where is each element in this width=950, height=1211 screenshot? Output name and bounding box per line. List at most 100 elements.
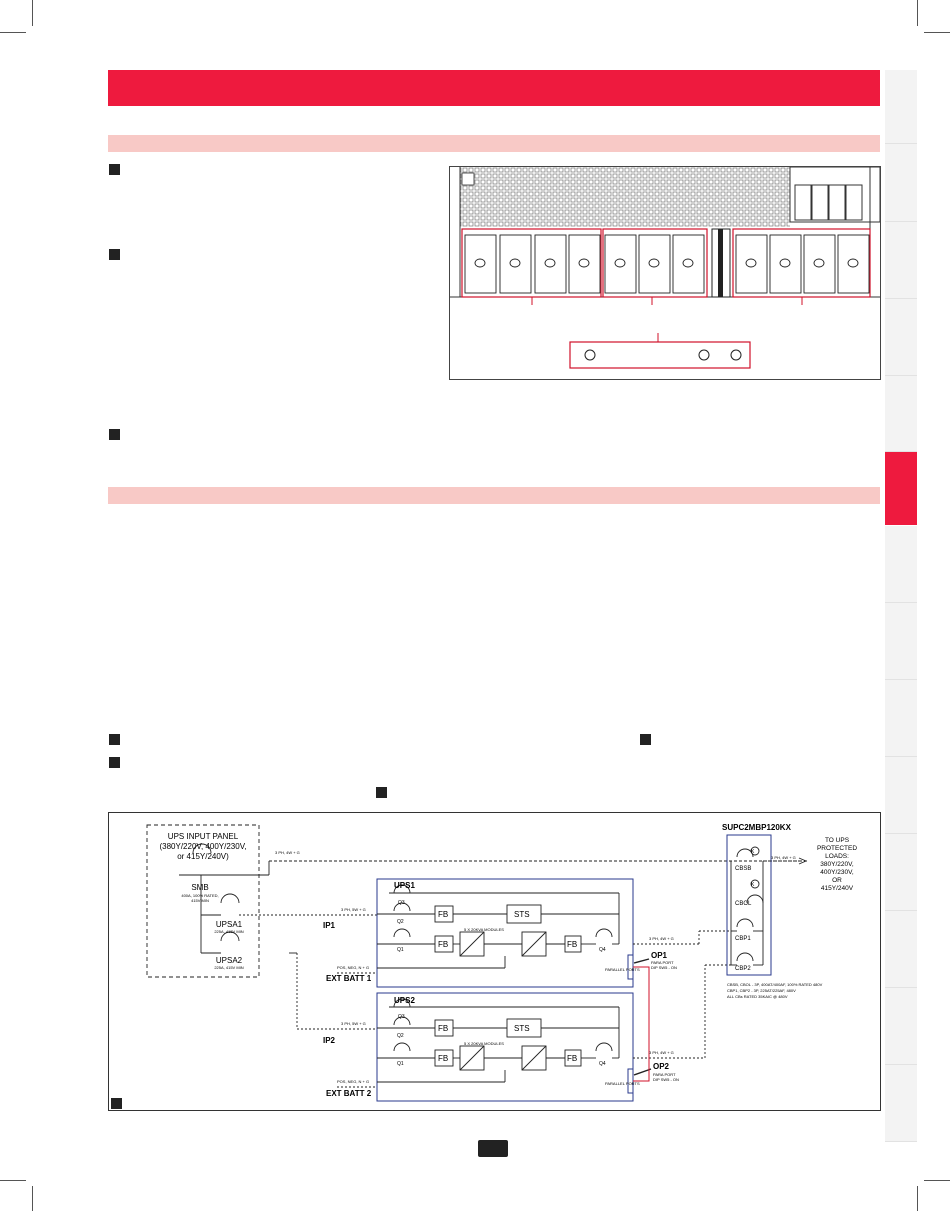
cbp2-label: CBP2 — [735, 966, 751, 972]
ups2-fb-upper: FB — [438, 1024, 448, 1033]
ups1-ip-label: IP1 — [323, 921, 336, 930]
wire-label-ups2-input: 3 PH, 5W + G — [341, 1021, 366, 1026]
ups1-q3: Q3 — [398, 900, 405, 906]
side-tab[interactable] — [885, 70, 917, 144]
ups1-q1: Q1 — [397, 947, 404, 953]
crop-mark — [0, 1180, 26, 1181]
ups1-fb-lower: FB — [438, 940, 448, 949]
loads-line3: LOADS: — [825, 853, 849, 860]
ups2-q4: Q4 — [599, 1061, 606, 1067]
ups1-para-port: PARA PORT — [651, 960, 674, 965]
cbp1-label: CBP1 — [735, 936, 751, 942]
crop-mark — [917, 0, 918, 26]
loads-line5: 400Y/230V, — [820, 869, 854, 876]
step-bullet — [109, 249, 120, 260]
side-tab[interactable] — [885, 144, 917, 222]
cbsb-label: CBSB — [735, 866, 751, 872]
section-heading-bar — [108, 487, 880, 504]
parallel-ups-wiring-diagram: UPS1 Q3 Q2 Q1 Q4 FB FB FB STS 5 X 20KVA … — [108, 812, 881, 1111]
loads-line7: 415Y/240V — [821, 885, 854, 892]
ups2-q2: Q2 — [397, 1033, 404, 1039]
input-panel-title-3: or 415Y/240V) — [177, 852, 229, 861]
crop-mark — [924, 32, 950, 33]
crop-mark — [917, 1186, 918, 1211]
step-bullet — [109, 164, 120, 175]
breaker-note-3: ALL CBs RATED 35KAIC @ 480V — [727, 994, 788, 999]
ups1-parallel-ports: PARALLEL PORTS — [605, 967, 640, 972]
ups2-dip-switch: DIP SW5 - ON — [653, 1077, 679, 1082]
ups1-sts: STS — [514, 910, 530, 919]
upsa2-label: UPSA2 — [216, 956, 243, 965]
ups2-fb-lower: FB — [438, 1054, 448, 1063]
wire-label-load-feed: 3 PH, 4W + G — [771, 855, 796, 860]
cbol-label: CBOL — [735, 901, 752, 907]
ups1-fb-output: FB — [567, 940, 577, 949]
crop-mark — [924, 1180, 950, 1181]
ups1-ext-batt: EXT BATT 1 — [326, 974, 372, 983]
side-tab[interactable] — [885, 299, 917, 376]
step-bullet — [111, 1098, 122, 1109]
loads-line6: OR — [832, 877, 842, 884]
side-tab-active[interactable] — [885, 452, 917, 525]
wire-label-ups1-output: 3 PH, 4W + G — [649, 936, 674, 941]
ups2-q1: Q1 — [397, 1061, 404, 1067]
side-tab[interactable] — [885, 988, 917, 1065]
smb-rating-2: 415V MIN — [191, 898, 209, 903]
side-tab[interactable] — [885, 680, 917, 757]
loads-line4: 380Y/220V, — [820, 861, 854, 868]
upsa1-rating: 225A, 415V MIN — [214, 929, 243, 934]
ups2-parallel-ports: PARALLEL PORTS — [605, 1081, 640, 1086]
section-heading-bar — [108, 135, 880, 152]
wire-label-ups1-input: 3 PH, 5W + G — [341, 907, 366, 912]
ups1-dip-switch: DIP SW5 - ON — [651, 965, 677, 970]
terminal-block-drawing — [450, 167, 880, 369]
input-panel-title-2: (380Y/220V, 400Y/230V, — [159, 842, 246, 851]
side-tab[interactable] — [885, 1065, 917, 1142]
breaker-note-1: CBSB, CBOL - 3P, 400AT/400AF, 100% RATED… — [727, 982, 823, 987]
ups2-ip-label: IP2 — [323, 1036, 336, 1045]
upsa2-rating: 225A, 415V MIN — [214, 965, 243, 970]
step-bullet — [109, 429, 120, 440]
k-contact-1: K — [751, 849, 755, 855]
loads-line1: TO UPS — [825, 837, 850, 844]
ups1-fb-upper: FB — [438, 910, 448, 919]
ups2-modules: 5 X 20KVA MODULES — [464, 1041, 504, 1046]
step-bullet — [376, 787, 387, 798]
side-tab[interactable] — [885, 603, 917, 680]
step-bullet — [109, 757, 120, 768]
wire-label-ups2-output: 3 PH, 4W + G — [649, 1050, 674, 1055]
side-tab[interactable] — [885, 376, 917, 452]
upsa1-label: UPSA1 — [216, 920, 243, 929]
page-number-tab — [478, 1140, 508, 1157]
smb-rating-1: 400A, 100% RATED, — [181, 893, 218, 898]
ups2-ext-batt: EXT BATT 2 — [326, 1089, 372, 1098]
wire-label-ext-batt2: POS, NEG, N + G — [337, 1079, 369, 1084]
smb-label: SMB — [191, 883, 208, 892]
wire-label-top-feed: 3 PH, 4W + G — [275, 850, 300, 855]
side-tab[interactable] — [885, 222, 917, 299]
step-bullet — [640, 734, 651, 745]
ups2-op-label: OP2 — [653, 1062, 670, 1071]
ups2-fb-output: FB — [567, 1054, 577, 1063]
side-tab[interactable] — [885, 757, 917, 834]
ups1-label: UPS1 — [394, 881, 415, 890]
crop-mark — [0, 32, 26, 33]
crop-mark — [32, 0, 33, 26]
side-tab[interactable] — [885, 911, 917, 988]
breaker-note-2: CBP1, CBP2 - 3P, 225AT/225AF, 480V — [727, 988, 796, 993]
ups1-q2: Q2 — [397, 919, 404, 925]
side-tab[interactable] — [885, 834, 917, 911]
wire-label-ext-batt1: POS, NEG, N + G — [337, 965, 369, 970]
step-bullet — [109, 734, 120, 745]
wiring-diagram-svg: UPS1 Q3 Q2 Q1 Q4 FB FB FB STS 5 X 20KVA … — [146, 823, 857, 1102]
k-contact-2: K — [751, 882, 755, 888]
ups2-label: UPS2 — [394, 996, 415, 1005]
ups2-sts: STS — [514, 1024, 530, 1033]
ups1-q4: Q4 — [599, 947, 606, 953]
loads-line2: PROTECTED — [817, 845, 857, 852]
ups2-para-port: PARA PORT — [653, 1072, 676, 1077]
side-tab[interactable] — [885, 526, 917, 603]
input-panel-title-1: UPS INPUT PANEL — [168, 832, 239, 841]
bypass-panel-model: SUPC2MBP120KX — [722, 823, 792, 832]
ups2-q3: Q3 — [398, 1014, 405, 1020]
